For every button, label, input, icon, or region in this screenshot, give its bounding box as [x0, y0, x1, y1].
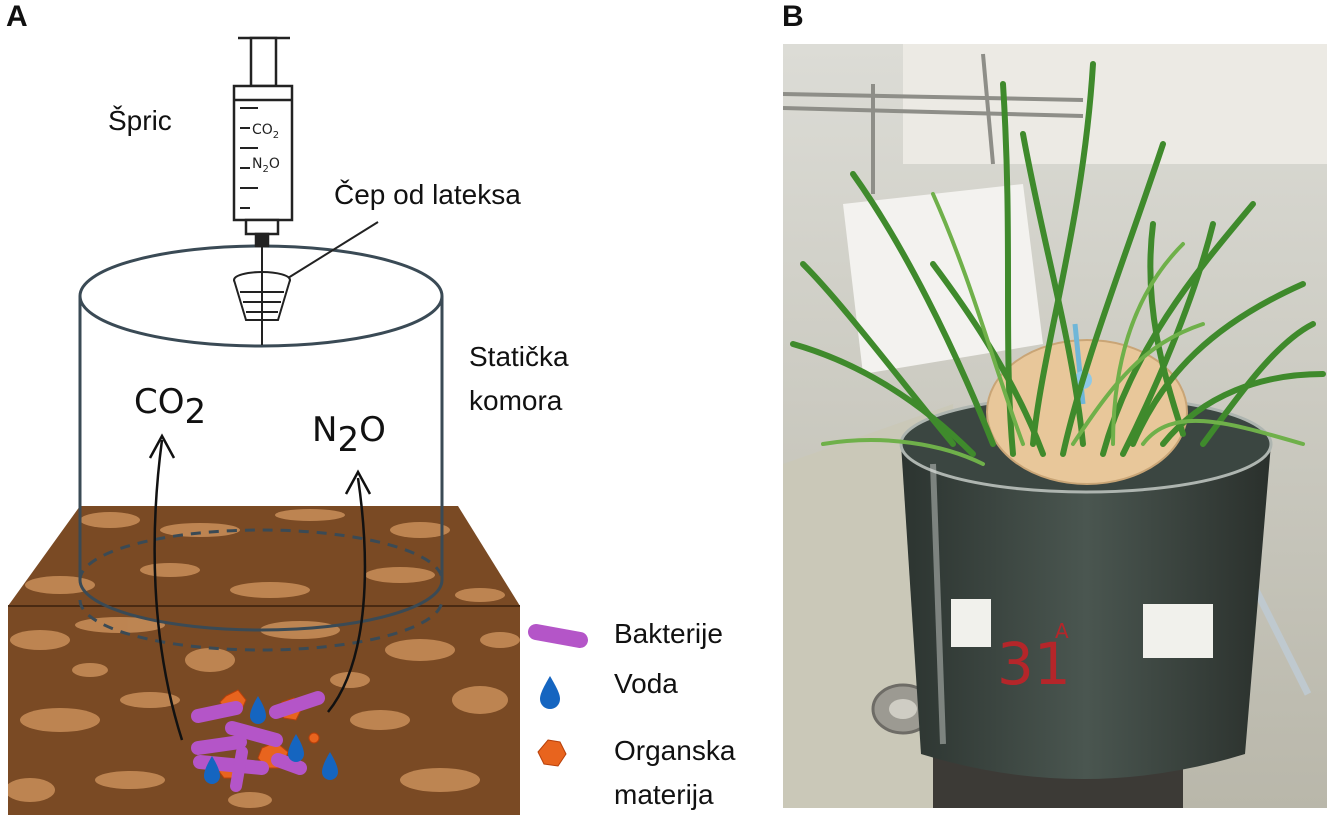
chamber-label-line1: Statička [469, 341, 569, 372]
co2-gas-label: CO2 [134, 382, 207, 432]
photo-drawing: 31 A [783, 44, 1327, 808]
chamber-tube [901, 444, 1271, 779]
grass-blades [790, 61, 1326, 457]
syringe-mark-n2o: N2O [252, 156, 280, 175]
chamber-label-line2: komora [469, 385, 563, 416]
metal-rack [783, 53, 1084, 194]
panel-label-a: A [6, 0, 28, 33]
latex-stopper-label: Čep od lateksa [334, 179, 521, 210]
syringe-graduations [240, 107, 258, 209]
water-droplets [204, 696, 338, 784]
water-drop-legend-icon [540, 676, 560, 709]
soil-front-texture [8, 617, 520, 808]
bacteria-legend-label: Bakterije [614, 618, 723, 649]
organic-legend-label-line1: Organska [614, 735, 736, 766]
gas-flow-arrows [148, 433, 372, 741]
lab-wall [903, 44, 1327, 164]
chamber-cap [986, 339, 1188, 485]
chamber-photo: 31 A [783, 44, 1327, 808]
n2o-gas-label: N2O [312, 410, 386, 460]
organic-legend-label-line2: materija [614, 779, 714, 810]
tube-letter: A [1055, 619, 1069, 643]
stopper-leader-line [287, 221, 379, 279]
bacteria-legend-icon [528, 624, 588, 648]
syringe [232, 36, 294, 248]
water-legend-label: Voda [614, 668, 678, 699]
syringe-label: Špric [108, 105, 172, 136]
panel-label-b: B [782, 0, 804, 33]
syringe-mark-co2: CO2 [252, 122, 279, 141]
chamber-diagram: CO2 N2O [8, 36, 588, 815]
microbe-cluster [191, 689, 338, 792]
tube-number: 31 [997, 630, 1071, 698]
organic-matter-legend-icon [537, 739, 567, 767]
